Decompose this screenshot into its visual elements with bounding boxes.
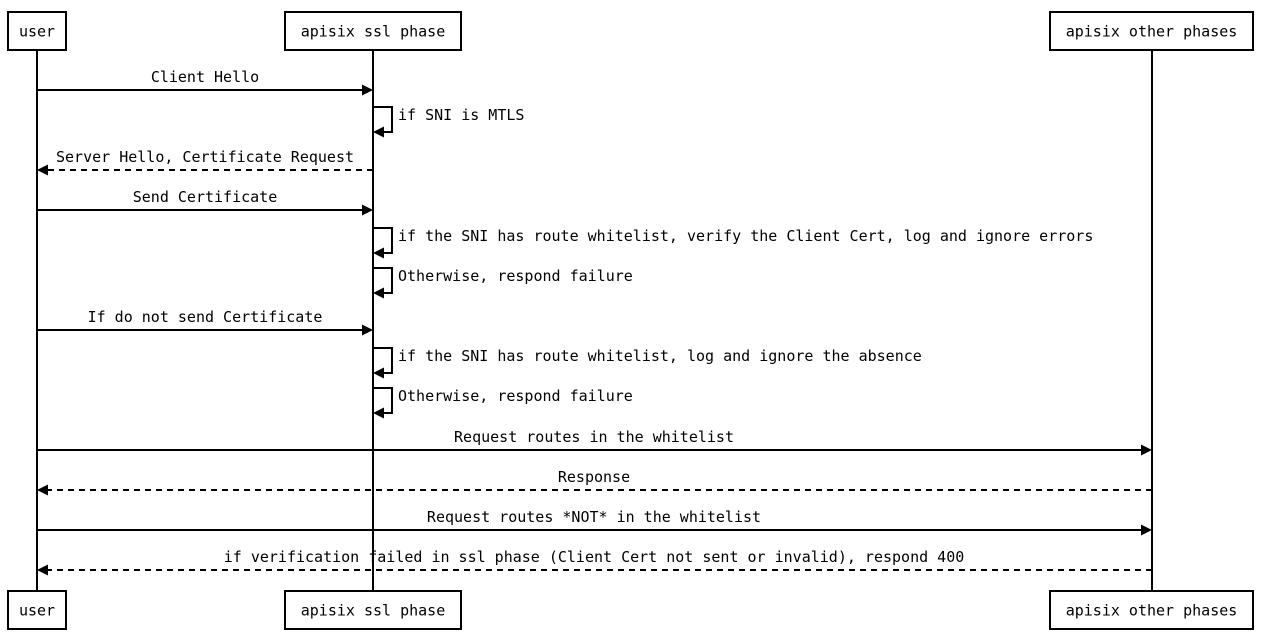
- arrow-head-icon: [373, 367, 384, 379]
- message-10[interactable]: Response: [37, 468, 1152, 496]
- self-loop-path: [373, 387, 393, 414]
- message-label: if SNI is MTLS: [398, 106, 524, 124]
- arrow-head-icon: [373, 287, 384, 299]
- message-label: if the SNI has route whitelist, log and …: [398, 347, 922, 365]
- message-0[interactable]: Client Hello: [37, 68, 373, 96]
- self-loop-path: [373, 106, 393, 133]
- message-1[interactable]: if SNI is MTLS: [373, 106, 524, 138]
- participant-box-outline: [1049, 590, 1254, 630]
- message-2[interactable]: Server Hello, Certificate Request: [37, 148, 373, 176]
- message-label: Response: [558, 468, 630, 486]
- message-label: Request routes in the whitelist: [454, 428, 734, 446]
- message-3[interactable]: Send Certificate: [37, 188, 373, 216]
- participant-user-top[interactable]: user: [7, 11, 67, 51]
- message-label: if the SNI has route whitelist, verify t…: [398, 227, 1093, 245]
- participant-label-ssl: apisix ssl phase: [301, 602, 446, 620]
- self-loop-path: [373, 347, 393, 374]
- participant-label-other: apisix other phases: [1066, 23, 1238, 41]
- arrow-head-icon: [1141, 524, 1152, 536]
- arrow-head-icon: [373, 407, 384, 419]
- message-9[interactable]: Request routes in the whitelist: [37, 428, 1152, 456]
- participant-other-bottom[interactable]: apisix other phases: [1049, 590, 1254, 630]
- participant-ssl-top[interactable]: apisix ssl phase: [284, 11, 462, 51]
- message-7[interactable]: if the SNI has route whitelist, log and …: [373, 347, 922, 379]
- arrow-head-icon: [373, 126, 384, 138]
- arrow-head-icon: [37, 484, 48, 496]
- participant-box-outline: [7, 590, 67, 630]
- message-5[interactable]: Otherwise, respond failure: [373, 267, 633, 299]
- participant-ssl-bottom[interactable]: apisix ssl phase: [284, 590, 462, 630]
- arrow-head-icon: [373, 247, 384, 259]
- participant-box-outline: [284, 11, 462, 51]
- participants-top-layer: user apisix ssl phase apisix other phases: [7, 11, 1254, 51]
- arrow-head-icon: [362, 204, 373, 216]
- message-12[interactable]: if verification failed in ssl phase (Cli…: [37, 548, 1152, 576]
- message-label: Client Hello: [151, 68, 259, 86]
- participant-user-bottom[interactable]: user: [7, 590, 67, 630]
- participant-label-other: apisix other phases: [1066, 602, 1238, 620]
- participant-label-user: user: [19, 23, 55, 41]
- message-4[interactable]: if the SNI has route whitelist, verify t…: [373, 227, 1093, 259]
- lifelines-layer: [36, 50, 1153, 591]
- arrow-head-icon: [37, 164, 48, 176]
- arrow-head-icon: [1141, 444, 1152, 456]
- participant-label-ssl: apisix ssl phase: [301, 23, 446, 41]
- self-loop-path: [373, 227, 393, 254]
- message-8[interactable]: Otherwise, respond failure: [373, 387, 633, 419]
- participant-box-outline: [284, 590, 462, 630]
- messages-layer: Client Hello if SNI is MTLS Server Hello, …: [37, 68, 1152, 576]
- message-label: Server Hello, Certificate Request: [56, 148, 354, 166]
- message-label: If do not send Certificate: [88, 308, 323, 326]
- message-label: Request routes *NOT* in the whitelist: [427, 508, 761, 526]
- self-loop-path: [373, 267, 393, 294]
- message-11[interactable]: Request routes *NOT* in the whitelist: [37, 508, 1152, 536]
- participant-box-outline: [7, 11, 67, 51]
- message-label: Otherwise, respond failure: [398, 387, 633, 405]
- message-label: Send Certificate: [133, 188, 278, 206]
- participant-other-top[interactable]: apisix other phases: [1049, 11, 1254, 51]
- message-label: if verification failed in ssl phase (Cli…: [224, 548, 965, 566]
- participant-label-user: user: [19, 602, 55, 620]
- arrow-head-icon: [362, 84, 373, 96]
- participants-bottom-layer: user apisix ssl phase apisix other phases: [7, 590, 1254, 630]
- arrow-head-icon: [37, 564, 48, 576]
- participant-box-outline: [1049, 11, 1254, 51]
- arrow-head-icon: [362, 324, 373, 336]
- message-label: Otherwise, respond failure: [398, 267, 633, 285]
- message-6[interactable]: If do not send Certificate: [37, 308, 373, 336]
